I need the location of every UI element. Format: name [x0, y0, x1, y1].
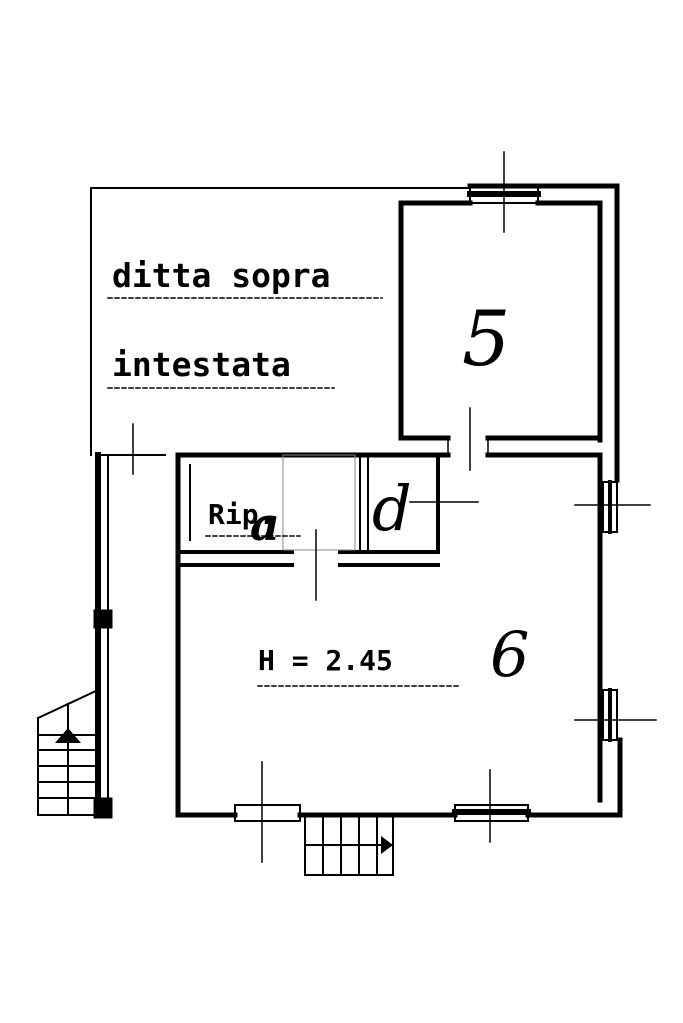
room-6-number: 6	[490, 618, 529, 691]
storage-label: Rip.	[208, 498, 275, 531]
storage-door	[315, 501, 479, 601]
room-5-window	[467, 151, 541, 233]
bottom-window	[452, 769, 531, 843]
owner-label-line2: intestata	[112, 345, 291, 384]
upper-boundary	[90, 187, 471, 456]
entrance-steps	[304, 814, 394, 876]
storage-door-panel	[282, 454, 356, 551]
right-window-upper	[574, 480, 651, 534]
storage-mark-d: d	[372, 472, 412, 545]
room-5-door	[447, 407, 489, 471]
entrance-arrow-icon	[381, 836, 393, 854]
left-passage	[93, 423, 166, 819]
right-window-lower	[574, 688, 657, 742]
owner-label-line1: ditta sopra	[112, 256, 331, 295]
room-5-number: 5	[462, 294, 510, 383]
storage-walls	[176, 453, 440, 567]
ceiling-height-label: H = 2.45	[258, 644, 393, 677]
bottom-door	[234, 761, 301, 863]
stair-arrow-icon	[55, 728, 81, 743]
left-staircase	[36, 688, 100, 816]
storage-mark-a: a	[250, 497, 280, 551]
text-underlines	[107, 297, 459, 687]
